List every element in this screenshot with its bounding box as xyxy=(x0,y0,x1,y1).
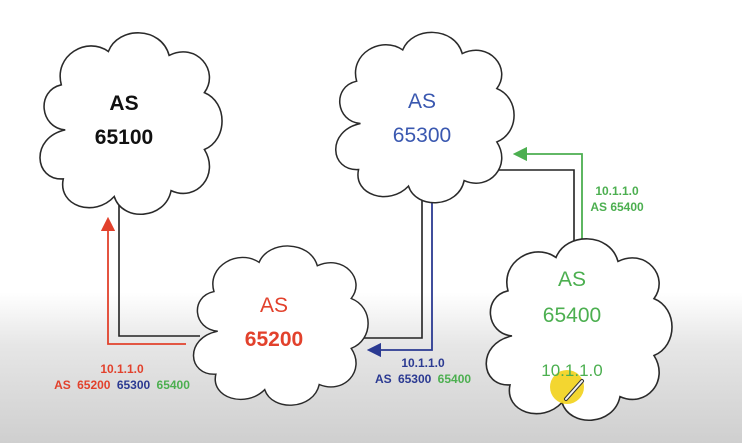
link-as65300-as65400 xyxy=(490,169,575,246)
as65300-line2: 65300 xyxy=(393,124,451,147)
as65200-line1: AS xyxy=(260,294,288,317)
adv-65200-path: AS 65300 65400 xyxy=(375,372,471,386)
cloud-as65100 xyxy=(39,32,223,216)
adv-65200-65400: 65400 xyxy=(438,372,472,386)
cloud-as65300 xyxy=(334,31,515,204)
link-as65100-as65200 xyxy=(118,200,200,337)
arrow-to-as65100 xyxy=(100,216,186,345)
adv-65100-65300: 65300 xyxy=(117,378,151,392)
as65200-line2: 65200 xyxy=(245,328,303,351)
adv-65300-path: AS 65400 xyxy=(590,200,644,214)
arrow-to-as65300 xyxy=(512,146,583,244)
as65400-line1: AS xyxy=(558,268,586,291)
link-as65200-as65300 xyxy=(355,192,423,339)
cloud-as65200 xyxy=(192,245,369,406)
adv-65200-as: AS xyxy=(375,372,392,386)
arrow-to-as65200 xyxy=(366,196,433,358)
adv-65100-65400: 65400 xyxy=(157,378,191,392)
as65100-line2: 65100 xyxy=(95,126,153,149)
adv-65100-as: AS xyxy=(54,378,71,392)
as65100-line1: AS xyxy=(109,92,138,115)
adv-65300-prefix: 10.1.1.0 xyxy=(595,184,639,198)
as65400-prefix: 10.1.1.0 xyxy=(541,361,602,380)
as65400-line2: 65400 xyxy=(543,304,601,327)
adv-65100-path: AS 65200 65300 65400 xyxy=(54,378,190,392)
cursor-highlight xyxy=(550,370,584,404)
adv-65200-65300: 65300 xyxy=(398,372,432,386)
adv-65100-65200: 65200 xyxy=(77,378,111,392)
adv-65200-prefix: 10.1.1.0 xyxy=(401,356,445,370)
adv-65100-prefix: 10.1.1.0 xyxy=(100,362,144,376)
as65300-line1: AS xyxy=(408,90,436,113)
pen-cursor-icon xyxy=(564,379,584,401)
